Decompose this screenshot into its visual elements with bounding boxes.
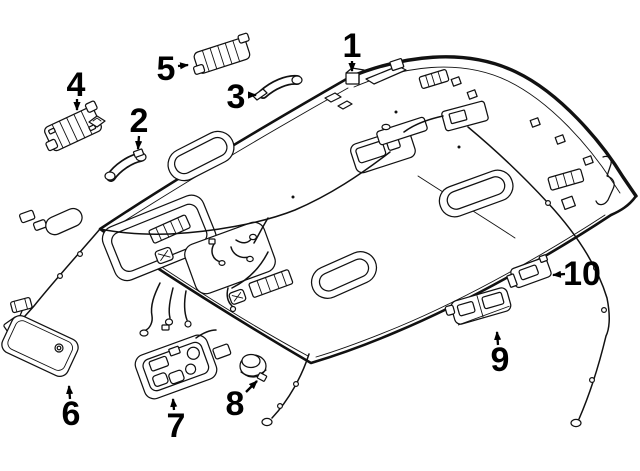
handle-recess-bottom [310,251,378,299]
overhead-console [134,329,232,400]
callout-1-number[interactable]: 1 [343,27,362,65]
callout-10-arrow [552,270,566,278]
roof-wiring-module [403,100,489,133]
callout-5[interactable]: 5 [157,50,189,88]
callout-7-number[interactable]: 7 [167,407,186,445]
callout-4-number[interactable]: 4 [67,66,86,104]
callout-2-arrow [135,135,143,150]
callout-10[interactable]: 10 [552,255,601,293]
map-lamp-recess [350,116,428,174]
dome-lamp [444,287,512,326]
grab-handle-front [104,148,147,182]
headliner-panel [3,55,638,428]
callout-7-arrow [170,398,178,411]
callout-4[interactable]: 4 [67,66,86,111]
callout-5-number[interactable]: 5 [157,50,176,88]
callout-3[interactable]: 3 [227,78,257,116]
callout-5-arrow [177,62,189,70]
handle-recess-front-left [167,130,235,182]
small-clip [88,115,106,128]
callout-8-number[interactable]: 8 [226,385,245,423]
handle-recess-rear-right [438,169,514,218]
grommet-b [228,288,247,305]
callout-3-number[interactable]: 3 [227,78,246,116]
grommet-a [154,246,174,265]
callout-8-arrow [245,380,258,393]
edge-clip-part1 [324,58,450,110]
right-corner-bracket [560,155,615,211]
callout-8[interactable]: 8 [226,380,258,423]
grab-handle-rear [252,74,303,101]
callout-9-number[interactable]: 9 [491,341,510,379]
courtesy-lamp [506,254,552,289]
callout-6-number[interactable]: 6 [62,395,81,433]
callout-1[interactable]: 1 [343,27,362,72]
callout-6[interactable]: 6 [62,385,81,433]
callout-10-number[interactable]: 10 [563,255,601,293]
callout-9[interactable]: 9 [491,331,510,379]
sun-visor [1,296,79,378]
visor-retainer-bracket [44,100,102,152]
callout-2-number[interactable]: 2 [130,102,149,140]
left-corner-recess [45,207,83,236]
sunroof-opening [101,194,276,295]
edge-tabs [450,76,594,166]
callout-7[interactable]: 7 [167,398,186,445]
wiring-harness [3,126,610,428]
callout-2[interactable]: 2 [130,102,149,150]
roof-bracket [192,32,251,75]
mounted-bracket-c [547,168,585,191]
microphone [239,353,268,382]
callout-6-arrow [66,385,74,400]
callout-9-arrow [494,331,502,346]
mounted-bracket-b [248,269,294,298]
